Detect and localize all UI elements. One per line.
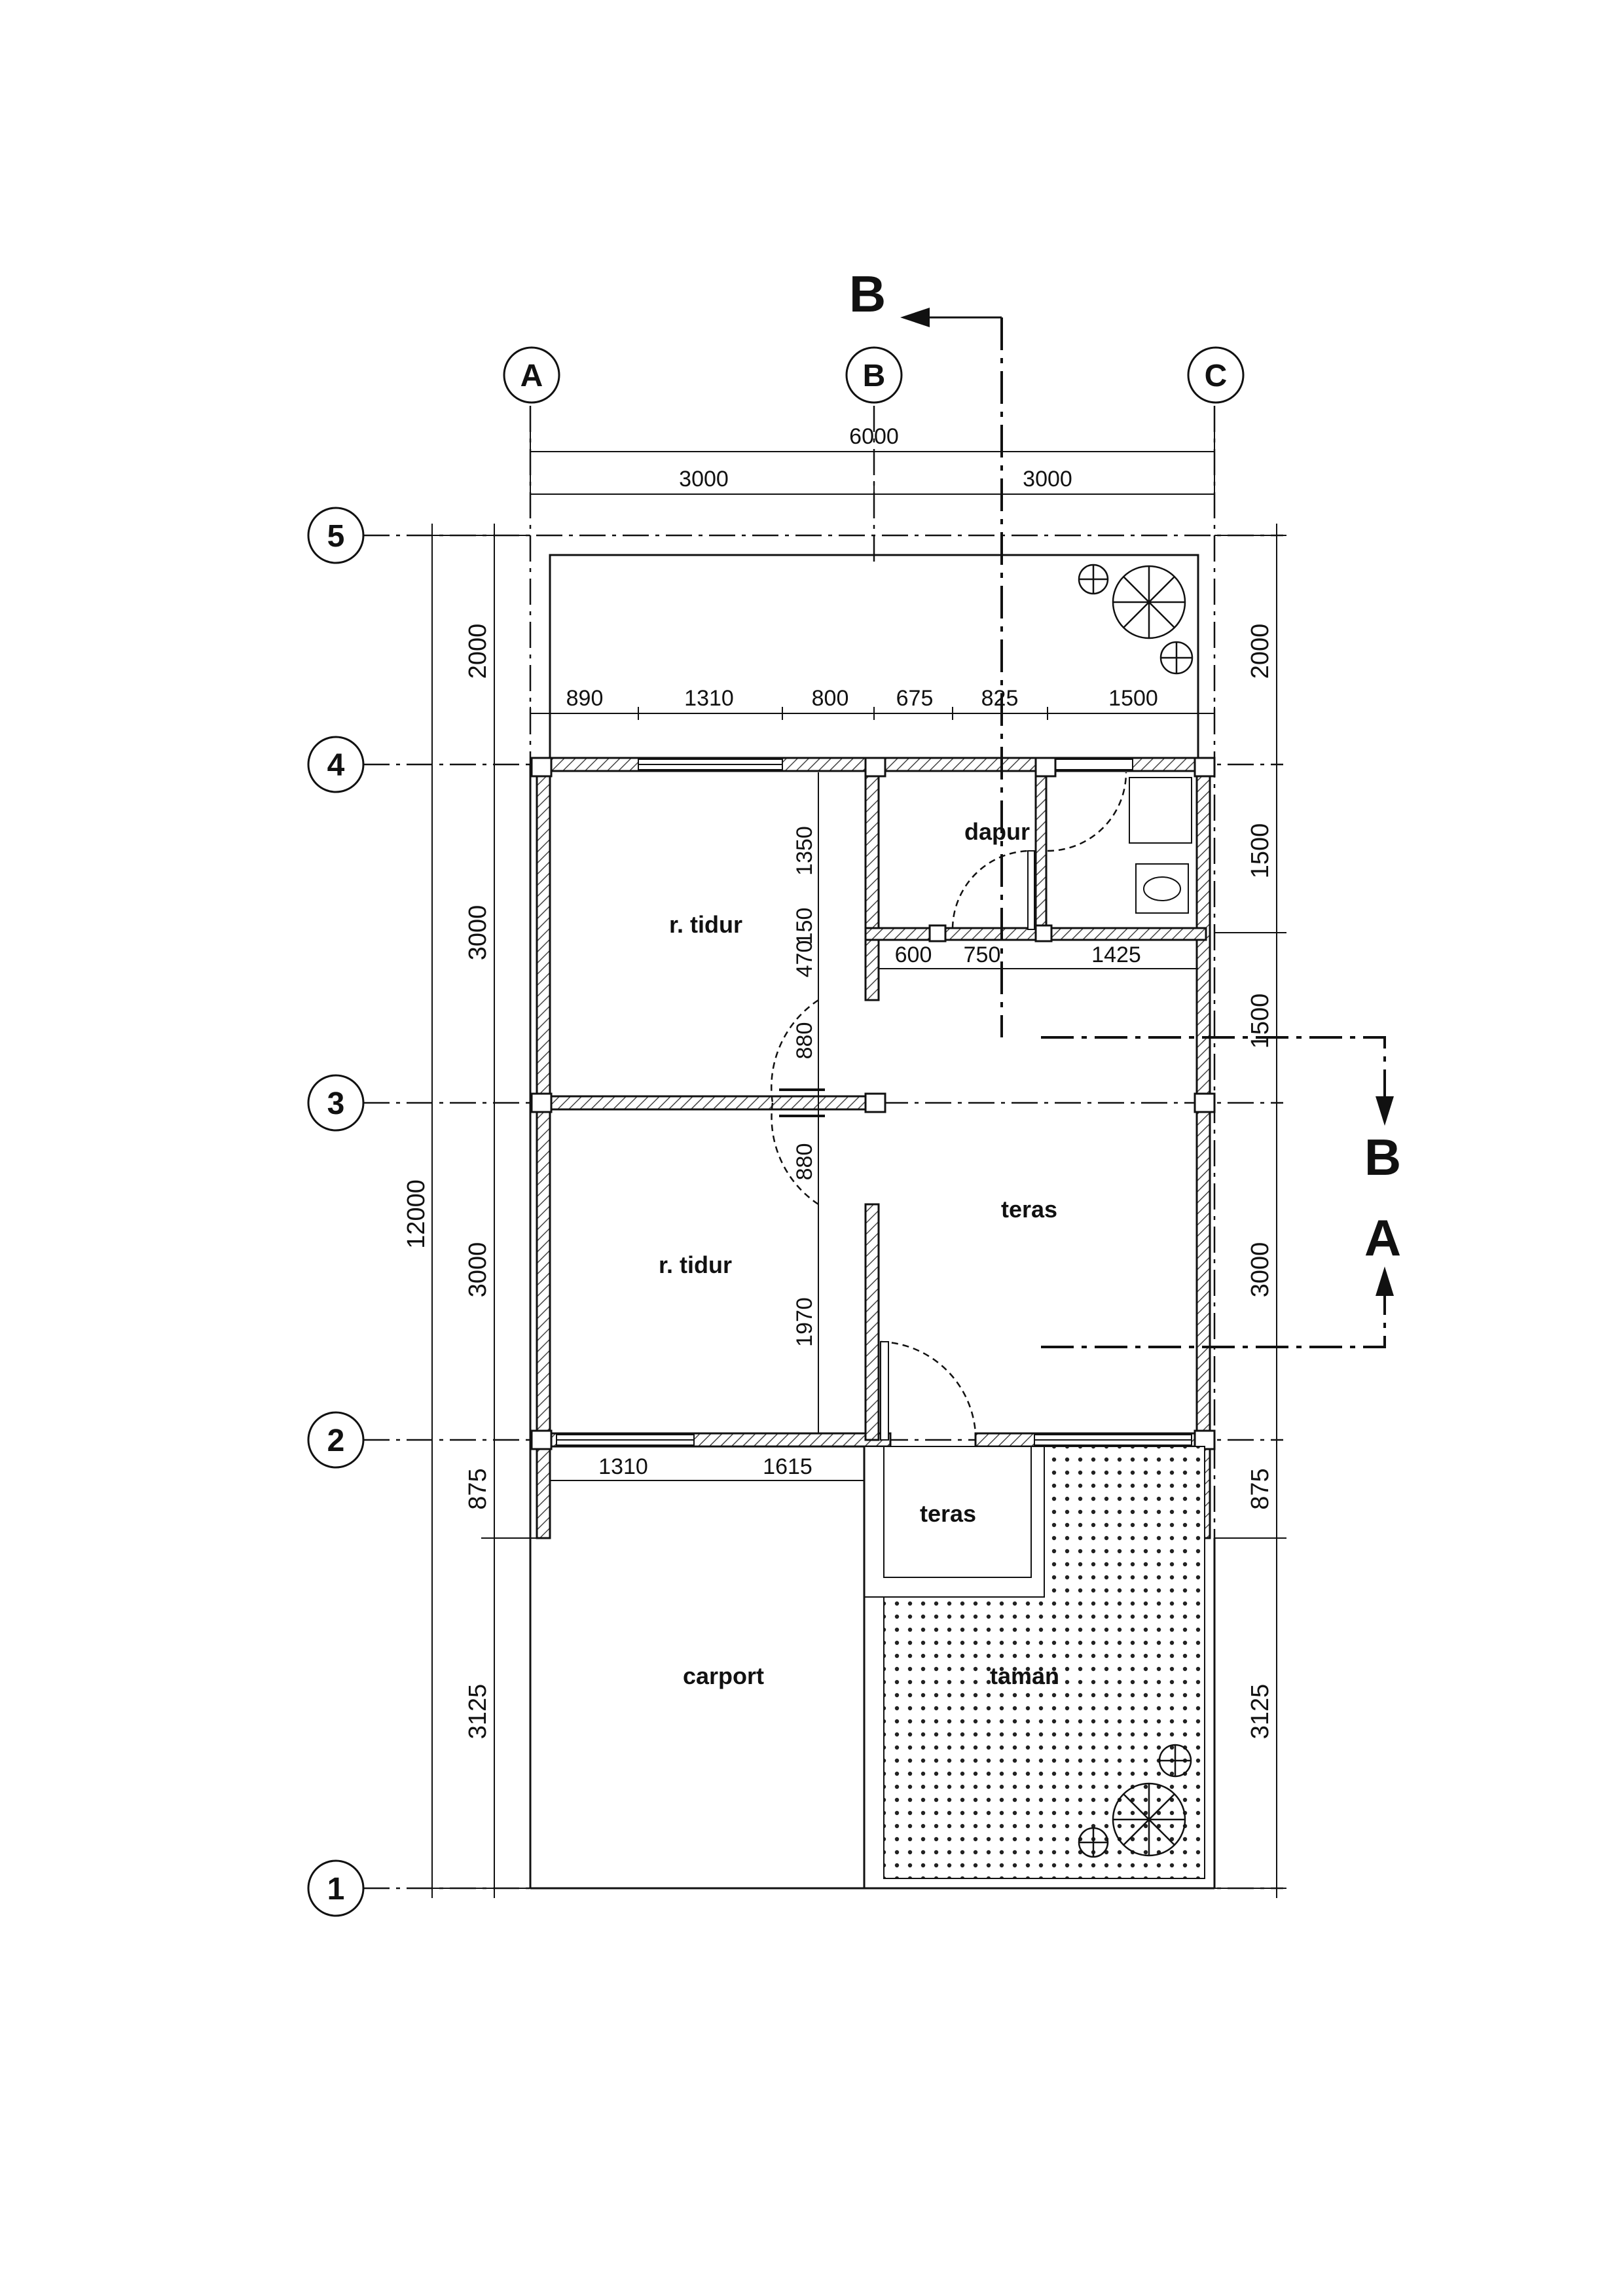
svg-text:2: 2 (327, 1424, 345, 1458)
section-mark-top: B (849, 265, 886, 323)
svg-text:4: 4 (327, 748, 345, 783)
room-label-kitchen: dapur (964, 818, 1030, 845)
plant-symbol-top (1078, 564, 1194, 675)
doors (771, 772, 1127, 1441)
axis-bubble-c: C (1187, 346, 1245, 404)
dim-k-750: 750 (964, 942, 1001, 967)
dim-r2-1615: 1615 (763, 1454, 812, 1479)
dim-r4-1310: 1310 (684, 686, 734, 711)
dim-overall-width: 6000 (849, 424, 899, 449)
dim-r2-1310: 1310 (598, 1454, 648, 1479)
svg-text:5: 5 (327, 519, 345, 554)
room-label-garden: taman (990, 1662, 1059, 1689)
section-mark-right-top: B (1364, 1128, 1401, 1186)
dim-half-left: 3000 (679, 467, 729, 492)
axis-bubble-a: A (503, 346, 560, 404)
dim-right-875: 875 (1247, 1468, 1274, 1509)
svg-text:A: A (520, 359, 543, 393)
dim-left-875: 875 (464, 1468, 492, 1509)
dim-right-1500-a: 1500 (1247, 823, 1274, 879)
dim-left-2000: 2000 (464, 624, 492, 679)
dim-in-150: 150 (792, 908, 817, 945)
dim-right-1500-b: 1500 (1247, 994, 1274, 1049)
room-label-carport: carport (683, 1662, 764, 1689)
section-lines (900, 308, 1394, 1348)
axis-bubble-2: 2 (307, 1411, 365, 1469)
dim-k-600: 600 (895, 942, 932, 967)
dim-in-880-b: 880 (792, 1143, 817, 1181)
dim-right-3125: 3125 (1247, 1684, 1274, 1740)
dim-half-right: 3000 (1023, 467, 1072, 492)
right-dimensions: 2000 1500 1500 3000 875 3125 (1214, 524, 1286, 1898)
dim-r4-675: 675 (896, 686, 934, 711)
room-label-bedroom-top: r. tidur (669, 911, 742, 938)
dim-r4-890: 890 (566, 686, 604, 711)
axis-bubble-4: 4 (307, 736, 365, 793)
top-dimensions: 6000 3000 3000 890 1310 800 675 825 1500 (530, 424, 1215, 720)
dim-left-3125: 3125 (464, 1684, 492, 1740)
dim-left-total: 12000 (403, 1179, 430, 1249)
windows (556, 759, 1192, 1446)
section-mark-right-bottom: A (1364, 1209, 1401, 1266)
axis-bubble-1: 1 (307, 1859, 365, 1917)
room-label-front-terrace: teras (920, 1500, 976, 1527)
dim-in-470: 470 (792, 941, 817, 978)
svg-text:1: 1 (327, 1872, 345, 1907)
dim-r4-825: 825 (981, 686, 1019, 711)
axis-bubble-5: 5 (307, 507, 365, 564)
svg-text:3: 3 (327, 1086, 345, 1121)
dim-in-1970: 1970 (792, 1297, 817, 1347)
dim-left-3000-a: 3000 (464, 905, 492, 961)
room-label-bedroom-bottom: r. tidur (659, 1251, 732, 1278)
dim-right-3000: 3000 (1247, 1242, 1274, 1298)
room-label-terrace: teras (1001, 1196, 1057, 1223)
dim-k-1425: 1425 (1091, 942, 1141, 967)
axis-bubble-b: B (845, 346, 903, 404)
dim-r4-800: 800 (812, 686, 849, 711)
dim-left-3000-b: 3000 (464, 1242, 492, 1298)
dim-in-1350: 1350 (792, 826, 817, 876)
bathroom-fixtures (1129, 777, 1192, 914)
axis-bubble-3: 3 (307, 1074, 365, 1132)
dim-right-2000: 2000 (1247, 624, 1274, 679)
svg-text:C: C (1205, 359, 1228, 393)
left-dimensions: 2000 3000 3000 875 3125 12000 (403, 524, 543, 1898)
dim-in-880-a: 880 (792, 1022, 817, 1060)
dim-r4-1500: 1500 (1108, 686, 1158, 711)
plant-symbol-bottom (1078, 1744, 1192, 1858)
walls (530, 757, 1216, 1539)
svg-text:B: B (863, 359, 886, 393)
